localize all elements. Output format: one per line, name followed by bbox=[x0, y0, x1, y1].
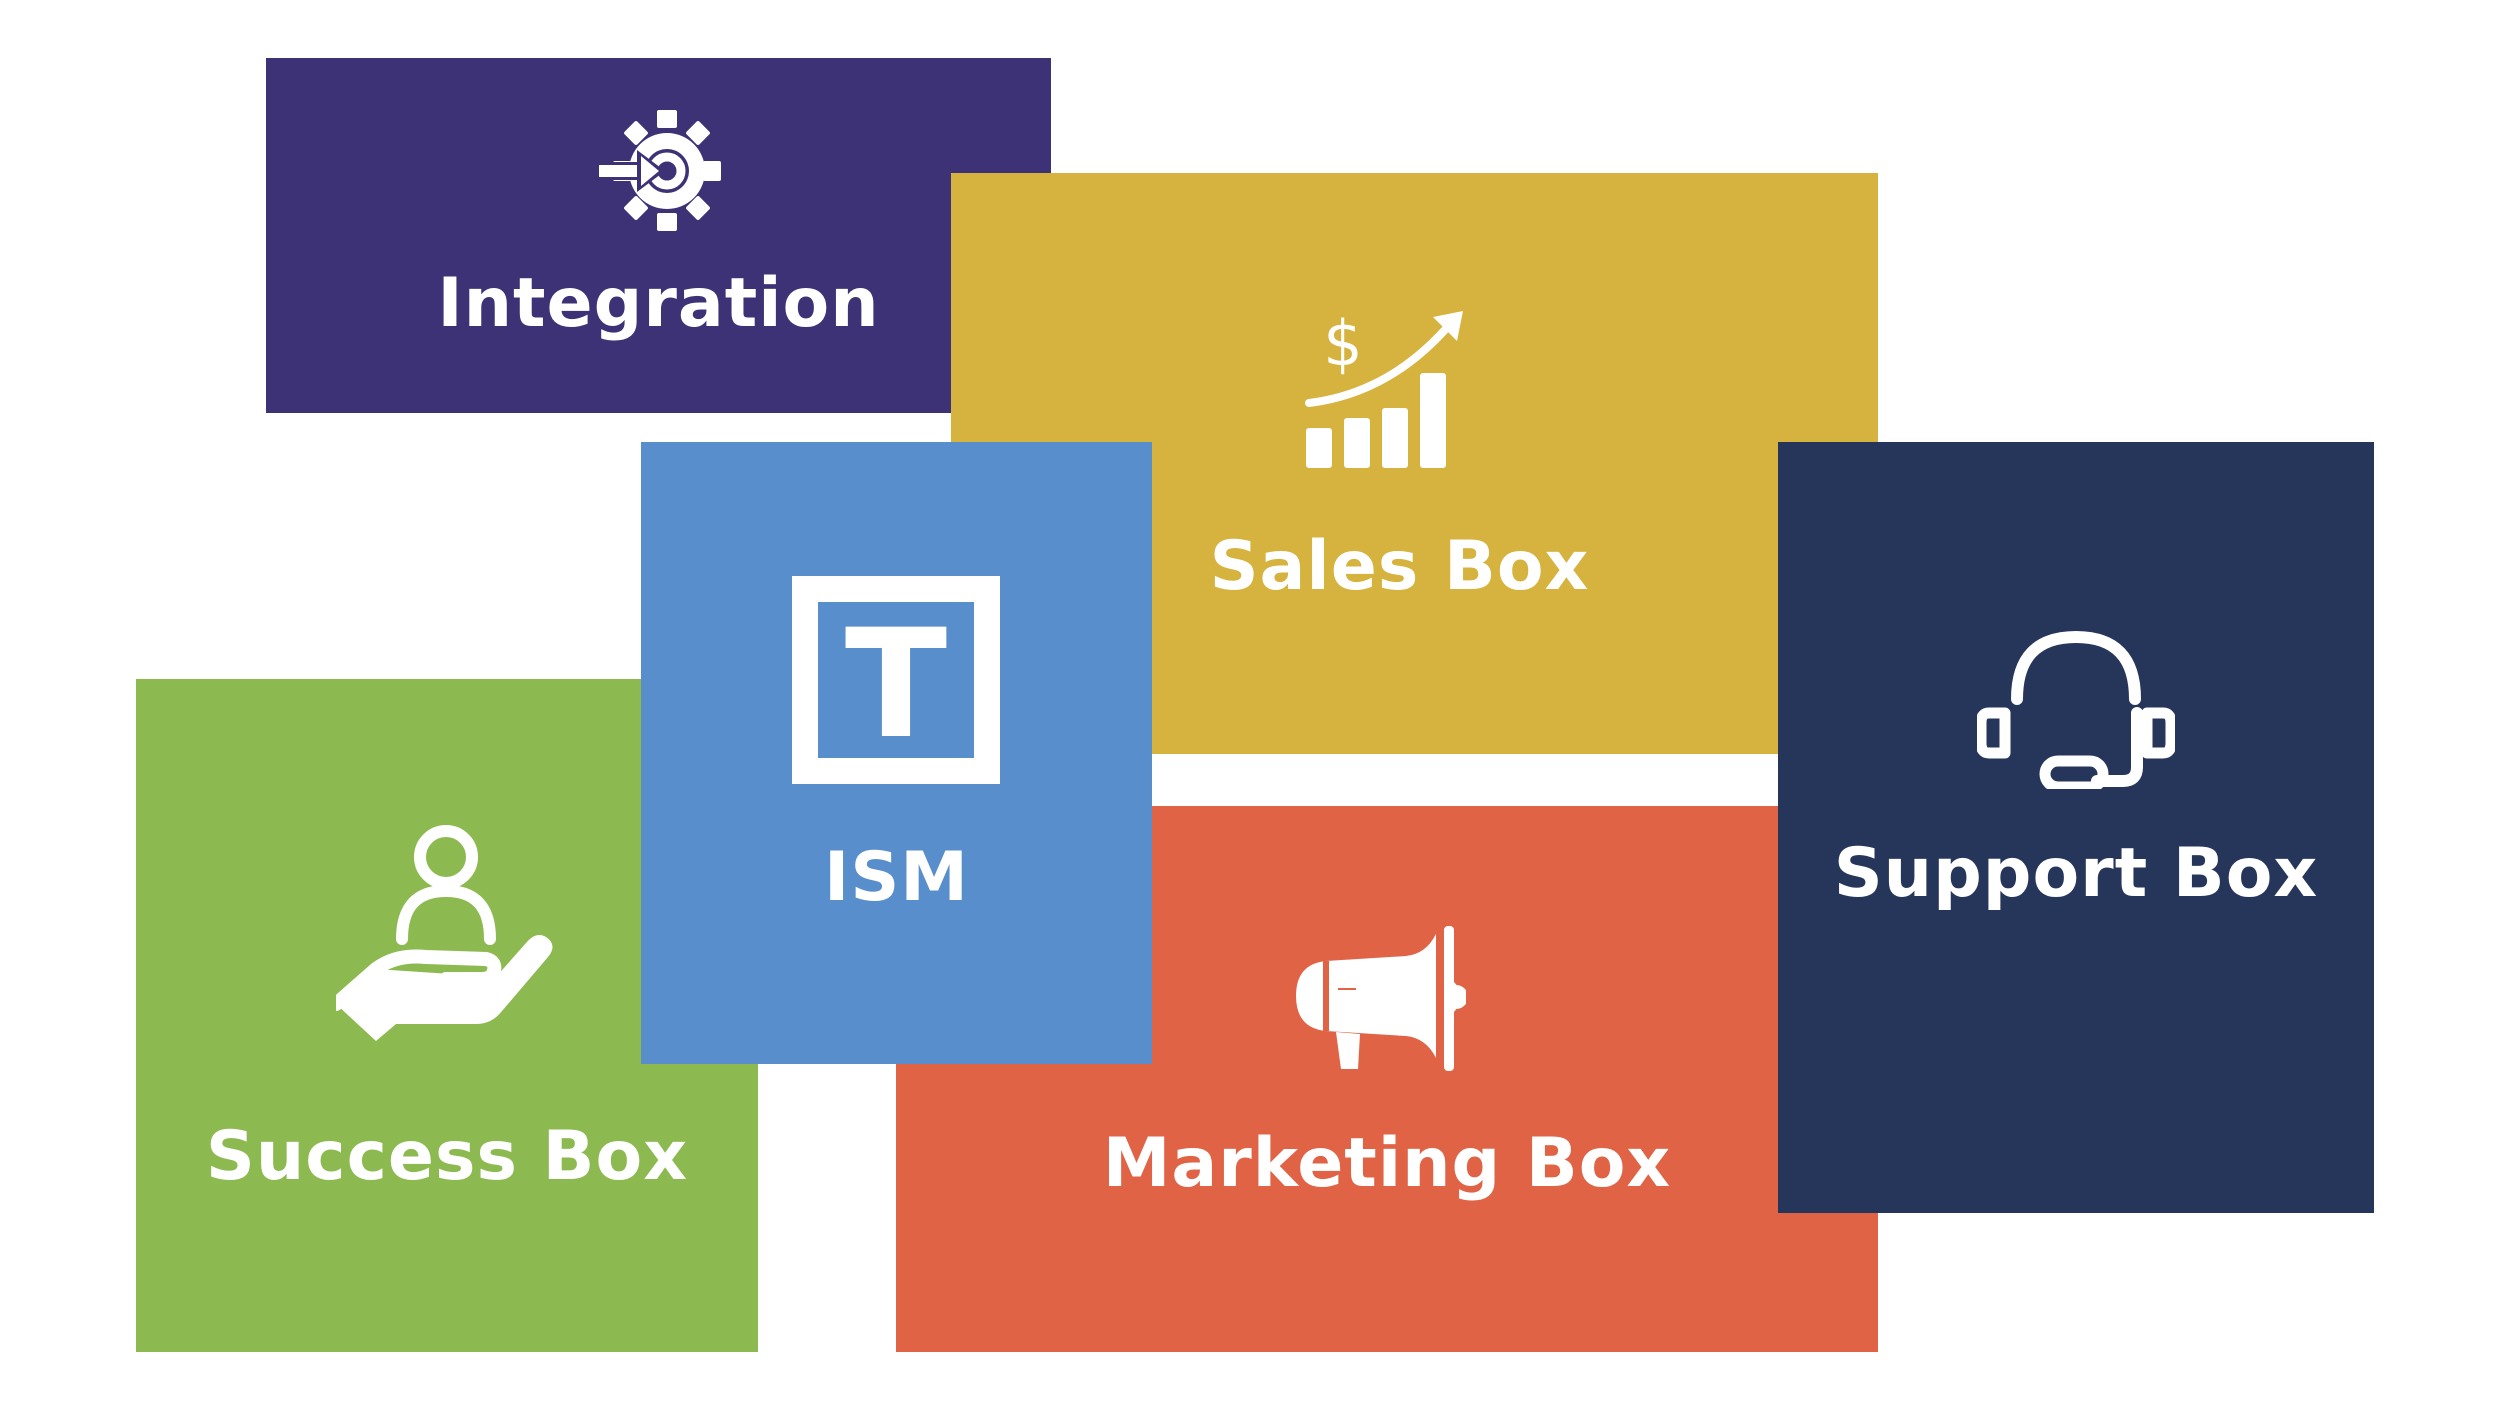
support-box-tile: Support Box bbox=[1778, 442, 2374, 1213]
t-logo-letter: T bbox=[845, 598, 947, 772]
headset-icon bbox=[1977, 631, 2175, 789]
hand-holding-person-icon bbox=[336, 819, 561, 1059]
support-box-label: Support Box bbox=[1833, 834, 2319, 913]
success-box-label: Success Box bbox=[205, 1117, 689, 1196]
integration-label: Integration bbox=[437, 264, 880, 343]
svg-text:$: $ bbox=[1323, 307, 1362, 380]
sales-box-label: Sales Box bbox=[1209, 527, 1590, 606]
ism-label: ISM bbox=[824, 838, 969, 917]
t-logo-icon: T bbox=[792, 576, 1000, 784]
marketing-box-label: Marketing Box bbox=[1102, 1124, 1672, 1203]
dollar-growth-chart-icon: $ bbox=[1301, 303, 1476, 473]
integration-tile: Integration bbox=[266, 58, 1051, 413]
megaphone-icon bbox=[1296, 926, 1466, 1071]
ism-tile: T ISM bbox=[641, 442, 1152, 1064]
gear-arrow-icon bbox=[593, 108, 723, 233]
